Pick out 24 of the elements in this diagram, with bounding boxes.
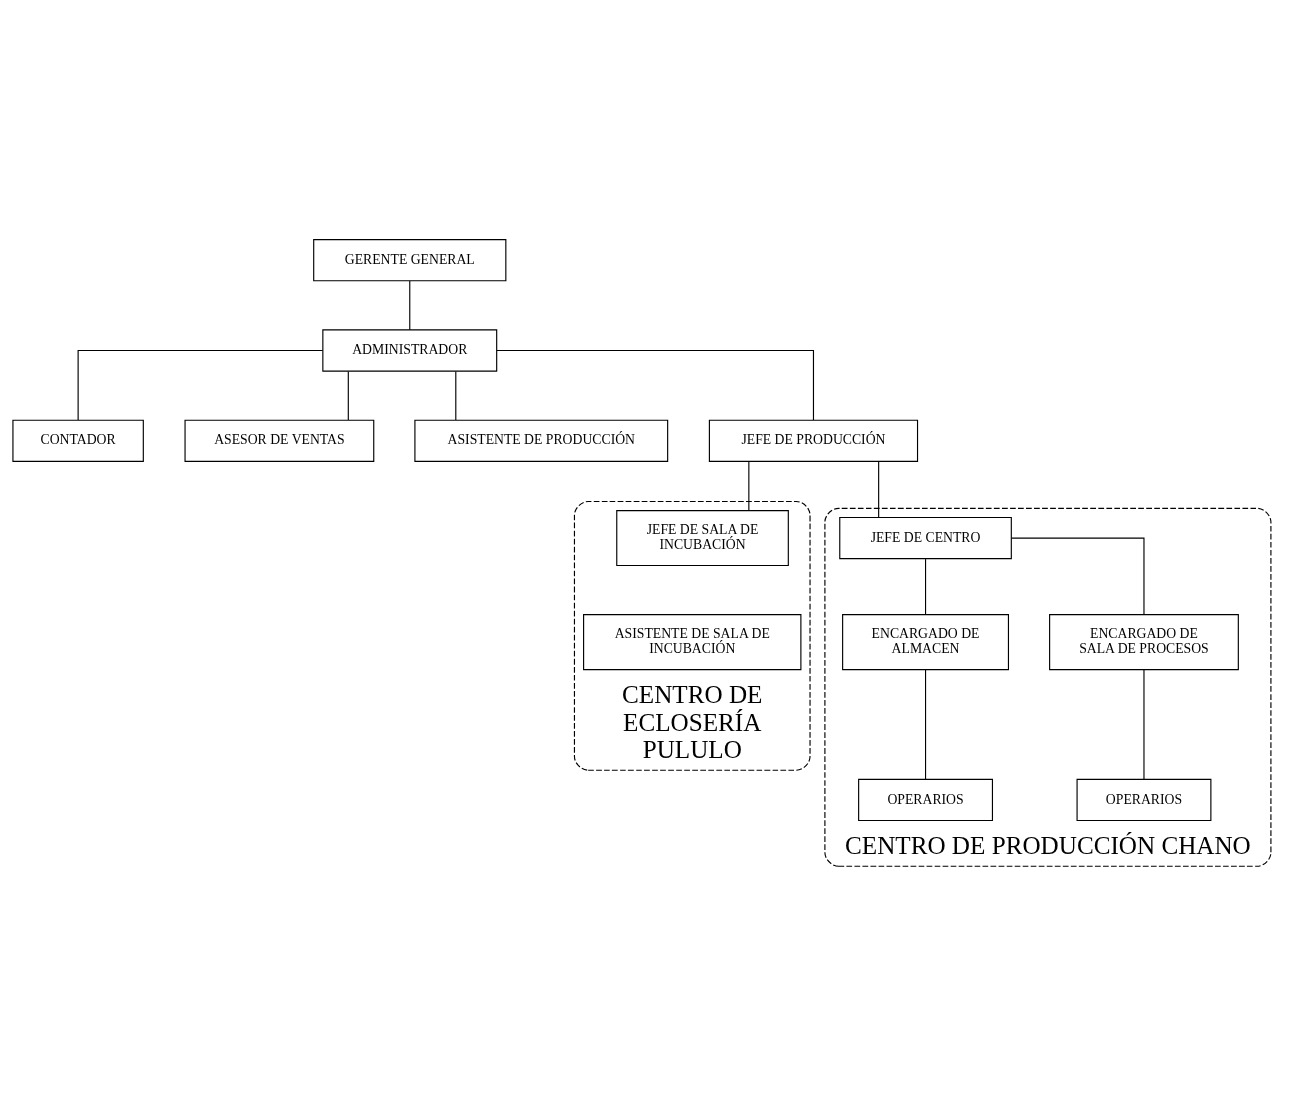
node-box: JEFE DE SALA DE INCUBACIÓN xyxy=(616,509,789,566)
node-box: ADMINISTRADOR xyxy=(322,328,498,372)
connector xyxy=(1010,537,1145,615)
node-box: OPERARIOS xyxy=(1076,778,1212,821)
node-box: ASISTENTE DE PRODUCCIÓN xyxy=(414,419,669,462)
node-box: OPERARIOS xyxy=(858,778,993,821)
connector xyxy=(347,370,349,421)
connector xyxy=(1143,668,1145,780)
node-box: ENCARGADO DE SALA DE PROCESOS xyxy=(1049,613,1239,670)
connector xyxy=(496,349,815,420)
connector xyxy=(455,370,457,421)
node-box: JEFE DE CENTRO xyxy=(839,516,1012,559)
node-box: ASISTENTE DE SALA DE INCUBACIÓN xyxy=(583,613,802,670)
connector xyxy=(409,280,411,330)
connector xyxy=(878,460,880,518)
node-box: GERENTE GENERAL xyxy=(313,238,507,281)
node-box: JEFE DE PRODUCCIÓN xyxy=(708,419,919,462)
node-box: ENCARGADO DE ALMACEN xyxy=(842,613,1010,670)
node-box: ASESOR DE VENTAS xyxy=(184,419,375,462)
node-box: CONTADOR xyxy=(12,419,144,462)
connector xyxy=(924,668,927,780)
connector xyxy=(77,349,324,420)
connector xyxy=(748,460,750,511)
connector xyxy=(924,558,927,615)
